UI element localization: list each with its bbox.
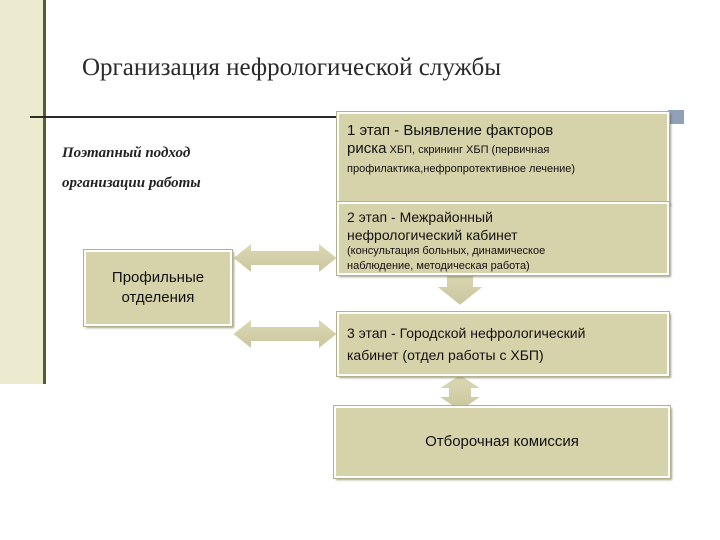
profile-label: Профильные отделения (112, 268, 204, 308)
subtitle-line-2: организации работы (62, 175, 201, 191)
stage-2-title: 2 этап - Межрайонный (347, 209, 493, 225)
stage-3-subtitle: кабинет (отдел работы с ХБП) (347, 347, 544, 363)
stage-1-screening-text: ХБП, скрининг ХБП (первичная (386, 144, 550, 156)
stage-1-line-2: риска ХБП, скрининг ХБП (первичная (347, 140, 659, 158)
stage-3-box: 3 этап - Городской нефрологический кабин… (336, 311, 670, 377)
slide-subtitle: Поэтапный подход организации работы (62, 138, 312, 198)
profile-label-line-2: отделения (121, 289, 195, 306)
commission-label: Отборочная комиссия (425, 433, 579, 450)
stage-1-risk-word: риска (347, 140, 387, 157)
stage-1-title: 1 этап - Выявление факторов (347, 122, 554, 139)
stage-1-prevention-text: профилактика,нефропротективное лечение) (347, 163, 576, 175)
stage-2-subtitle: нефрологический кабинет (347, 227, 518, 243)
commission-box: Отборочная комиссия (333, 405, 671, 479)
stage-3-title: 3 этап - Городской нефрологический (347, 325, 586, 341)
stage-2-box: 2 этап - Межрайонный нефрологический каб… (336, 201, 670, 276)
double-arrow-lower (230, 315, 340, 353)
down-arrow-2 (432, 269, 488, 308)
decorative-side-bar (0, 0, 46, 384)
stage-2-details-1: (консультация больных, динамическое (347, 245, 546, 257)
rule-accent-blue (668, 110, 684, 124)
double-arrow-upper (230, 239, 340, 277)
stage-1-box: 1 этап - Выявление факторов риска ХБП, с… (336, 111, 670, 205)
stage-2-details-2: наблюдение, методическая работа) (347, 260, 530, 272)
profile-label-line-1: Профильные (111, 269, 205, 286)
profile-departments-box: Профильные отделения (83, 249, 233, 327)
slide-title: Организация нефрологической службы (82, 54, 501, 81)
subtitle-line-1: Поэтапный подход (62, 145, 191, 161)
